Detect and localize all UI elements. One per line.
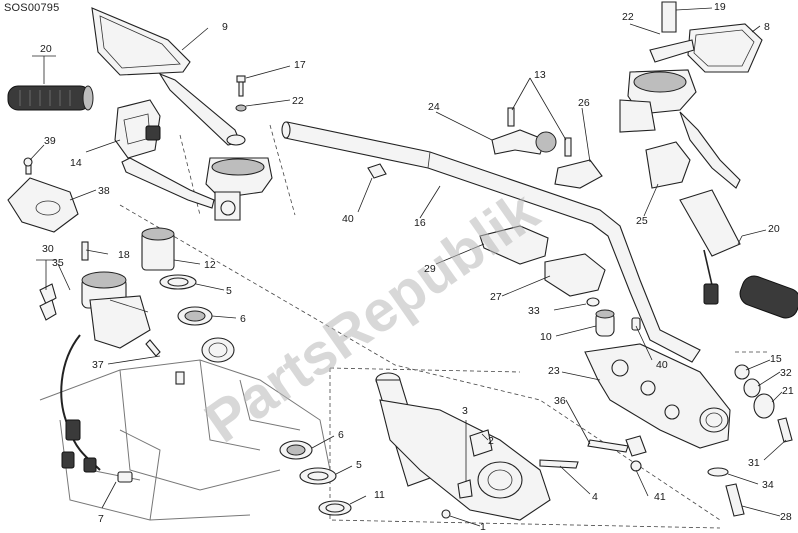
callout-25: 25 — [636, 215, 648, 227]
callout-labels: 20 9 17 22 14 39 38 18 30 35 12 5 6 37 7… — [40, 1, 794, 533]
callout-3: 3 — [462, 405, 468, 417]
callout-5-left: 5 — [226, 285, 232, 297]
handlebar-tube — [281, 121, 701, 363]
callout-9: 9 — [222, 21, 228, 33]
watermark-text: PartsRepublik — [193, 178, 550, 455]
left-switch-cube — [114, 99, 161, 159]
handlebar-spacer-top — [367, 163, 387, 179]
callout-22-left: 22 — [292, 95, 304, 107]
callout-11: 11 — [374, 489, 385, 501]
callout-20-right: 20 — [768, 223, 780, 235]
leader-lines — [29, 7, 787, 527]
callout-10: 10 — [540, 331, 552, 343]
callout-41: 41 — [654, 491, 666, 503]
callout-29: 29 — [424, 263, 436, 275]
callout-37: 37 — [92, 359, 104, 371]
callout-19: 19 — [714, 1, 726, 13]
callout-22-right: 22 — [622, 11, 634, 23]
callout-6-left: 6 — [240, 313, 246, 325]
callout-5-center: 5 — [356, 459, 362, 471]
top-yoke — [584, 343, 731, 449]
callout-21: 21 — [782, 385, 794, 397]
callout-2: 2 — [488, 435, 494, 447]
yoke-spacer — [586, 297, 641, 337]
callout-26: 26 — [578, 97, 590, 109]
left-grip — [7, 85, 94, 111]
callout-24: 24 — [428, 101, 440, 113]
callout-35: 35 — [52, 257, 64, 269]
callout-8: 8 — [764, 21, 770, 33]
callout-20-left: 20 — [40, 43, 52, 55]
callout-40-top: 40 — [342, 213, 354, 225]
steering-bearing-stack-left — [141, 227, 235, 363]
grouping-lines — [119, 124, 770, 529]
bar-end-weights — [734, 364, 793, 443]
callout-39: 39 — [44, 135, 56, 147]
left-mirror — [91, 7, 246, 146]
callout-7: 7 — [98, 513, 104, 525]
callout-33: 33 — [528, 305, 540, 317]
callout-27: 27 — [490, 291, 502, 303]
callout-18: 18 — [118, 249, 130, 261]
lower-steering-stem — [375, 372, 579, 521]
callout-30: 30 — [42, 243, 54, 255]
callout-16: 16 — [414, 217, 426, 229]
callout-17: 17 — [294, 59, 306, 71]
callout-23: 23 — [548, 365, 560, 377]
callout-12: 12 — [204, 259, 216, 271]
callout-6-center: 6 — [338, 429, 344, 441]
handlebar-clamps — [479, 107, 606, 297]
screws-top-left — [235, 75, 247, 112]
right-grip — [679, 189, 798, 319]
right-mirror — [649, 1, 763, 73]
yoke-bolts — [587, 435, 745, 517]
steering-bearing-stack-center — [279, 440, 352, 516]
callout-14: 14 — [70, 157, 82, 169]
callout-34: 34 — [762, 479, 774, 491]
callout-13: 13 — [534, 69, 546, 81]
callout-36: 36 — [554, 395, 566, 407]
callout-15: 15 — [770, 353, 782, 365]
right-lever-assembly — [619, 69, 741, 189]
callout-4: 4 — [592, 491, 598, 503]
callout-38: 38 — [98, 185, 110, 197]
callout-32: 32 — [780, 367, 792, 379]
diagram-code: SOS00795 — [4, 2, 60, 14]
callout-1: 1 — [480, 521, 486, 533]
callout-28: 28 — [780, 511, 792, 523]
callout-40-right: 40 — [656, 359, 668, 371]
left-lever-assembly — [121, 157, 273, 221]
callout-31: 31 — [748, 457, 760, 469]
left-switch-cover — [7, 157, 79, 233]
ignition-switch — [39, 241, 185, 483]
